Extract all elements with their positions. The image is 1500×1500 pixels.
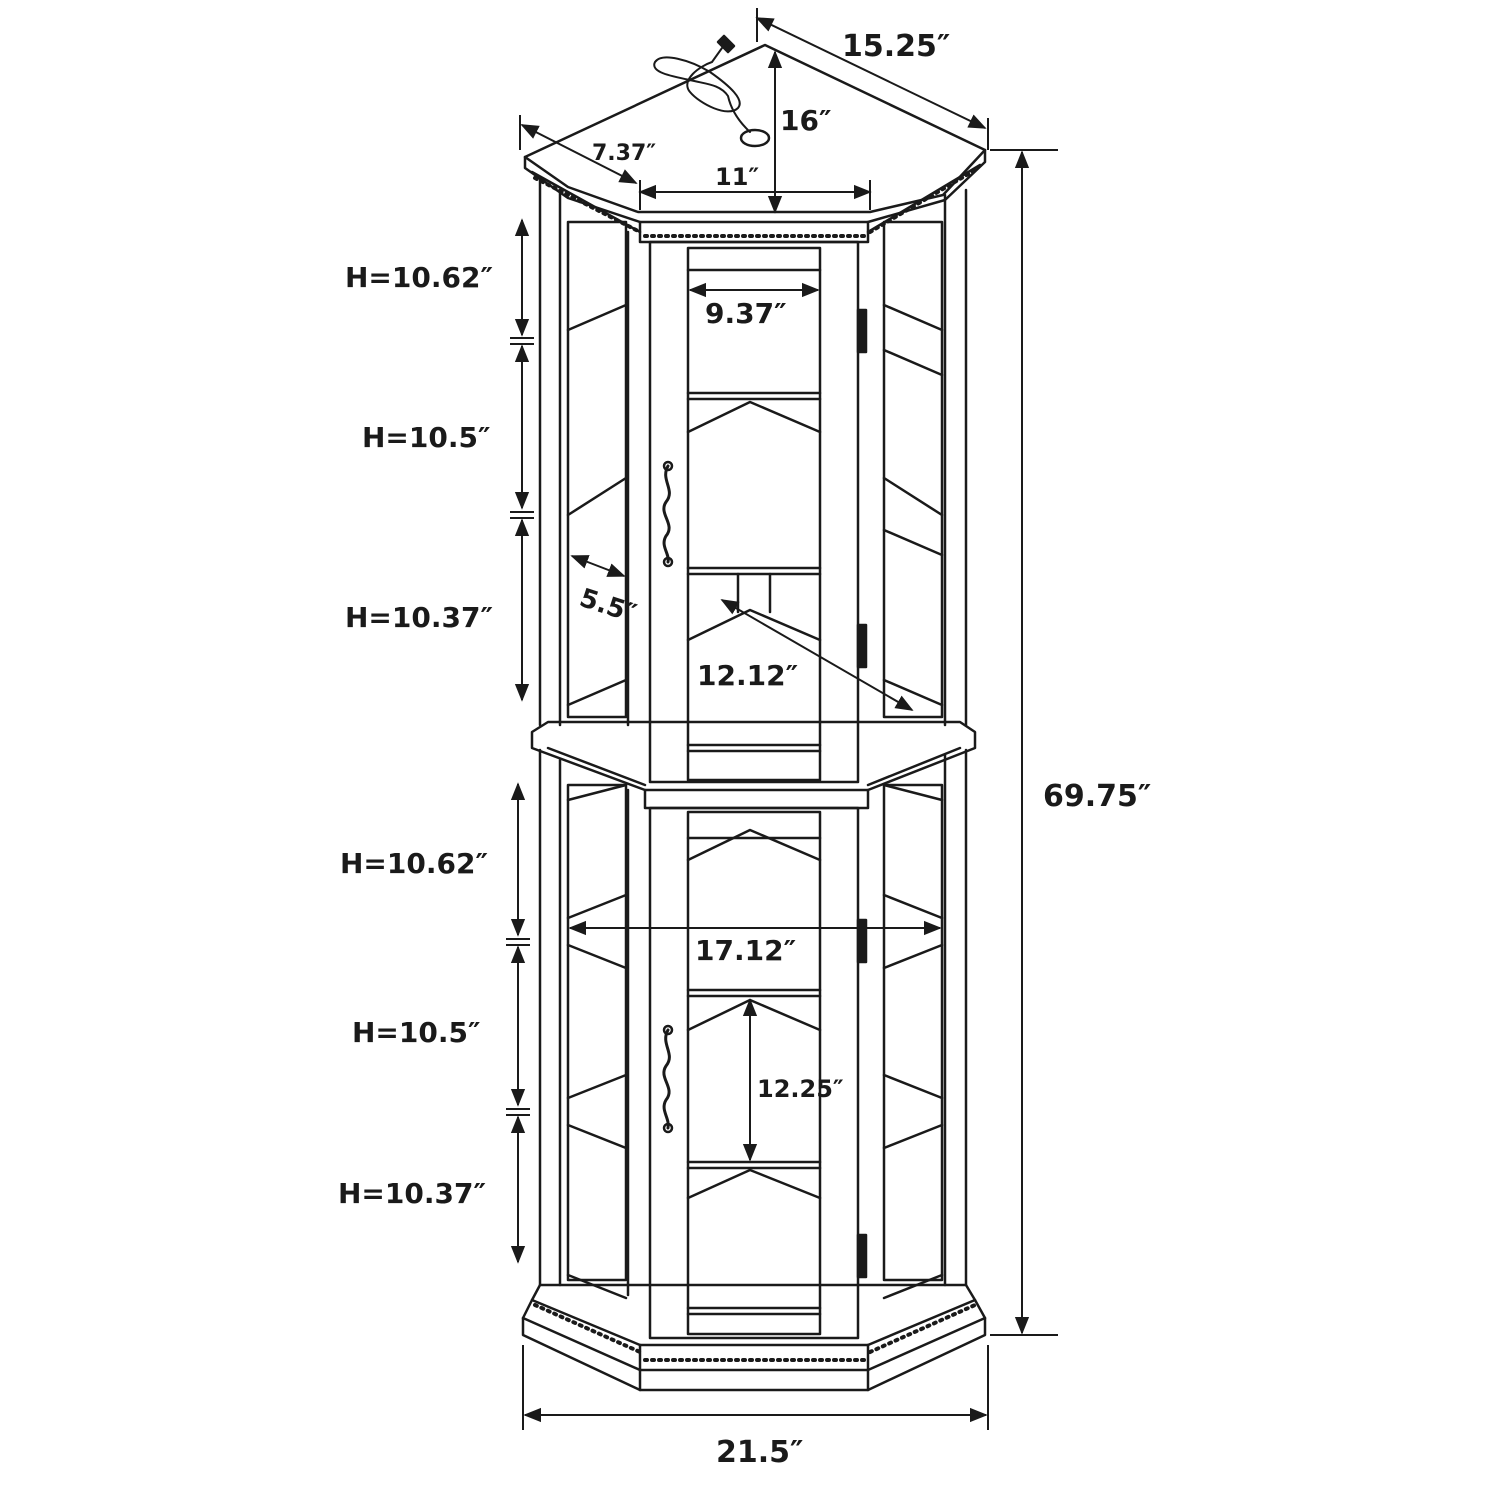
lower-door-handle — [662, 1028, 671, 1130]
lower-hinge-top — [856, 918, 868, 964]
label-lower-inner-height: 12.25″ — [757, 1075, 844, 1103]
lower-left-glass — [566, 783, 628, 1282]
label-compartment-height: H=10.37″ — [338, 1177, 486, 1210]
upper-hinge-top — [856, 308, 868, 354]
dimension-lines — [506, 8, 1058, 1430]
lower-right-glass — [882, 783, 944, 1282]
label-lower-span: 17.12″ — [695, 934, 796, 967]
label-top-side: 7.37″ — [592, 141, 656, 166]
label-compartment-height: H=10.5″ — [362, 421, 491, 454]
upper-hinge-bottom — [856, 623, 868, 669]
lower-hinge-bottom — [856, 1233, 868, 1279]
upper-right-glass — [882, 220, 944, 719]
power-cord — [653, 47, 751, 133]
label-compartment-height: H=10.62″ — [345, 261, 493, 294]
cabinet-outline — [521, 34, 987, 1392]
dimension-labels: 15.25″ 16″ 7.37″ 11″ 9.37″ 5.5″ 12.12″ 6… — [338, 29, 1151, 1470]
label-top-depth: 16″ — [780, 104, 831, 137]
upper-door-handle — [662, 464, 671, 564]
label-compartment-height: H=10.5″ — [352, 1016, 481, 1049]
mid-moulding — [530, 720, 977, 810]
label-inner-upper-width: 9.37″ — [705, 297, 787, 330]
label-shelf-depth: 5.5″ — [576, 583, 640, 629]
lower-door-glass — [686, 810, 822, 1336]
label-inner-diagonal: 12.12″ — [697, 659, 798, 692]
upper-door-glass — [686, 246, 822, 782]
label-compartment-height: H=10.62″ — [340, 847, 488, 880]
label-top-diagonal-width: 15.25″ — [842, 29, 950, 64]
label-compartment-height: H=10.37″ — [345, 601, 493, 634]
label-base-width: 21.5″ — [716, 1435, 803, 1470]
label-top-front: 11″ — [715, 163, 759, 191]
upper-door-frame — [648, 240, 860, 784]
cord-hole — [739, 128, 771, 148]
label-total-height: 69.75″ — [1043, 779, 1151, 814]
lower-door-frame — [648, 806, 860, 1340]
upper-left-glass — [566, 220, 628, 719]
